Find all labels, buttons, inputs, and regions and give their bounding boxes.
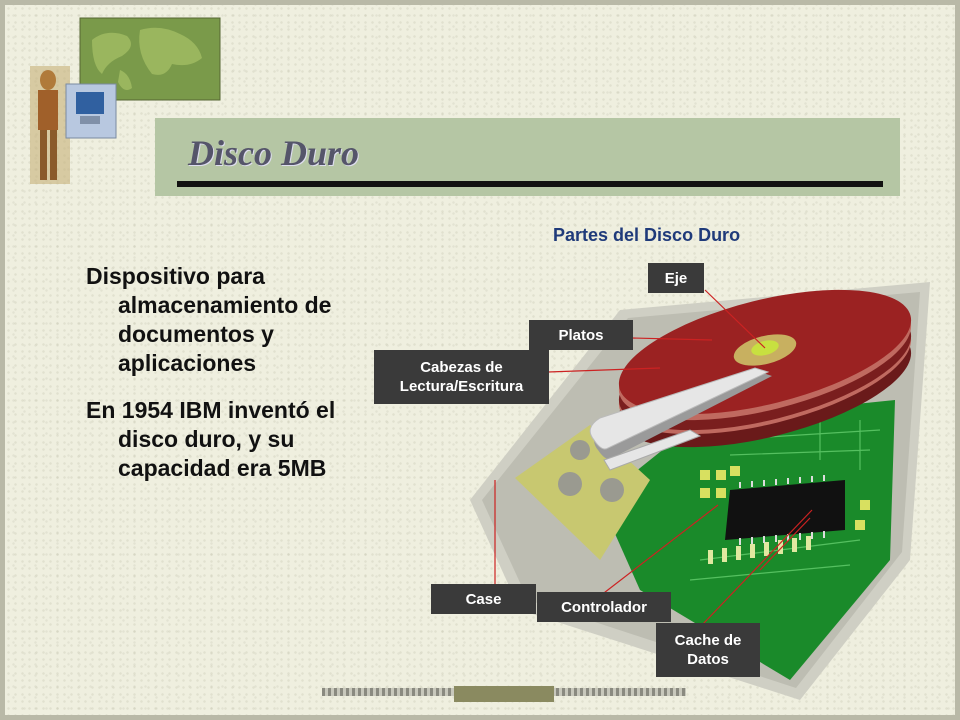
label-controlador-text: Controlador — [561, 598, 647, 616]
title-underline — [177, 181, 883, 187]
bullet-list: Dispositivo para almacenamiento de docum… — [86, 262, 376, 501]
bullet-item: Dispositivo para almacenamiento de docum… — [86, 263, 332, 376]
label-platos: Platos — [529, 320, 633, 350]
person-figure-icon — [30, 66, 70, 184]
computer-icon — [65, 83, 117, 139]
label-cache-line2: Datos — [687, 651, 729, 668]
label-cabezas-line1: Cabezas de — [420, 359, 503, 376]
label-controlador: Controlador — [537, 592, 671, 622]
slide-title: Disco Duro — [188, 133, 360, 173]
footer-decoration-block — [454, 686, 554, 702]
label-cache-line1: Cache de — [674, 632, 742, 649]
label-eje-text: Eje — [664, 269, 688, 287]
circuit-board — [600, 400, 895, 680]
bullet-item: En 1954 IBM inventó el disco duro, y su … — [86, 397, 336, 481]
leader-lines — [494, 289, 813, 626]
label-cache: Cache de Datos — [656, 623, 760, 677]
board-pads — [700, 466, 870, 530]
controller-chip — [725, 475, 845, 545]
label-case: Case — [431, 584, 536, 614]
label-case-text: Case — [465, 590, 502, 608]
label-eje: Eje — [648, 263, 704, 293]
label-cabezas-line2: Lectura/Escritura — [399, 378, 524, 395]
label-cabezas: Cabezas de Lectura/Escritura — [374, 350, 549, 404]
label-platos-text: Platos — [558, 326, 604, 344]
read-write-head-arm — [589, 367, 772, 471]
diagram-caption: Partes del Disco Duro — [553, 225, 741, 245]
cache-pins — [708, 536, 811, 564]
